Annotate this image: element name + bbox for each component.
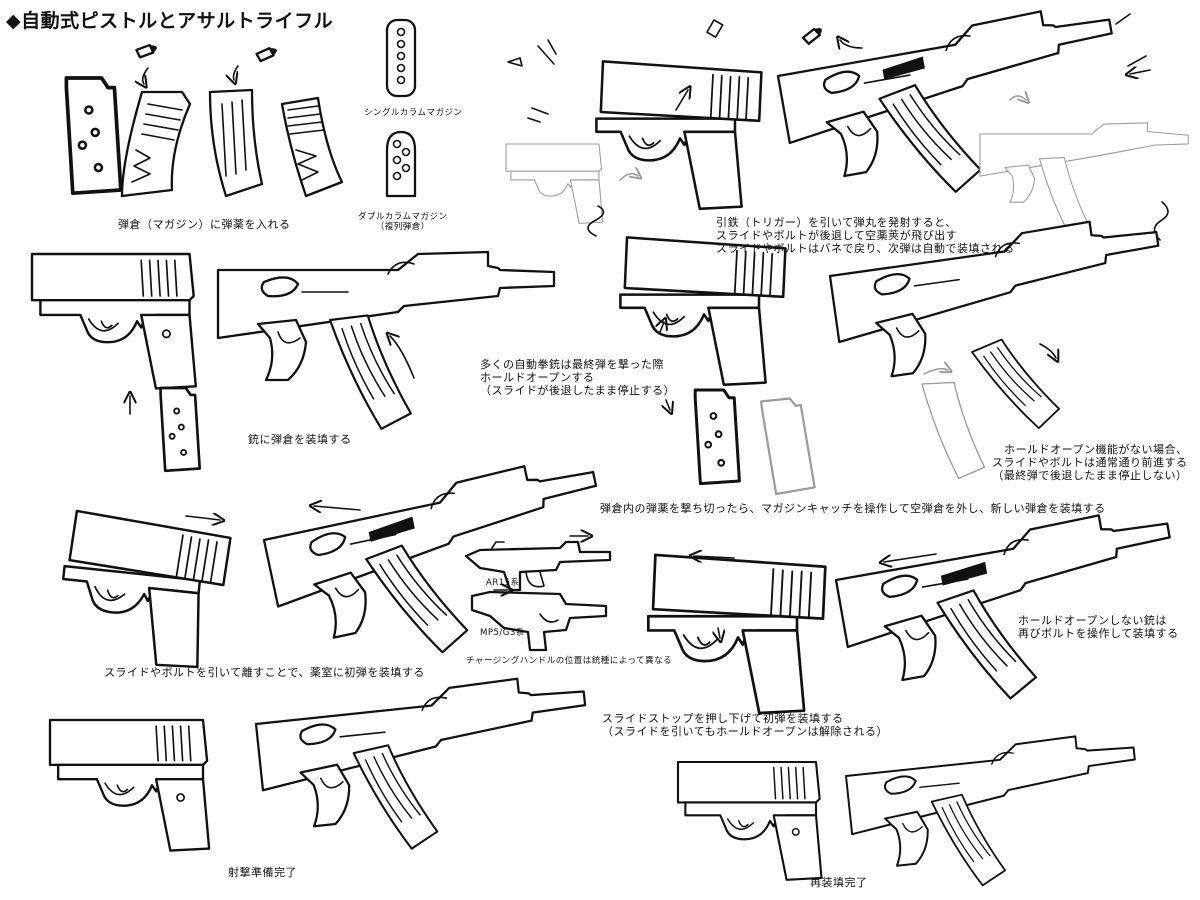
ar15-rifle-icon bbox=[464, 536, 612, 592]
page-title: ◆自動式ピストルとアサルトライフル bbox=[6, 10, 334, 32]
rifle-bullet-icon bbox=[800, 24, 826, 46]
loaded-rifle-magazine-icon bbox=[280, 96, 344, 198]
ghost-pistol-icon bbox=[505, 143, 604, 224]
arrow-icon bbox=[923, 369, 948, 375]
double-column-caption: ダブルカラムマガジン （複列弾倉） bbox=[358, 212, 448, 232]
pistol-slide-release-icon bbox=[646, 553, 827, 715]
ejected-casing-icon bbox=[507, 39, 557, 123]
arrow-icon bbox=[143, 67, 149, 84]
no-hold-open-caption: ホールドオープン機能がない場合、 スライドやボルトは通常通り前進する （最終弾で… bbox=[992, 443, 1188, 482]
arrow-icon bbox=[314, 506, 361, 510]
ar15-caption: AR15系 bbox=[486, 578, 520, 588]
arrow-icon bbox=[185, 516, 220, 520]
arrow-icon bbox=[884, 553, 937, 562]
reload-done-caption: 再装填完了 bbox=[810, 876, 868, 889]
charging-handle-caption: チャージングハンドルの位置は銃種によって異なる bbox=[466, 656, 673, 666]
pistol-ready-icon bbox=[48, 718, 211, 852]
arrow-icon bbox=[718, 627, 720, 638]
pistol-pull-slide-icon bbox=[54, 509, 233, 673]
pistol-reloaded-icon bbox=[676, 760, 823, 881]
hold-open-caption: 多くの自動拳銃は最終弾を撃った際 ホールドオープンする （スライドが後退したまま… bbox=[480, 358, 676, 397]
mp5-caption: MP5/G3系 bbox=[480, 628, 525, 638]
arrow-icon bbox=[390, 336, 415, 379]
rifle-bullet-icon bbox=[254, 45, 280, 63]
load-magazine-caption: 弾倉（マガジン）に弾薬を入れる bbox=[118, 218, 291, 231]
ghost-rifle-icon bbox=[979, 122, 1189, 233]
bullet-icon bbox=[134, 42, 160, 59]
pistol-firing-icon bbox=[595, 60, 763, 211]
rifle-magazine-icon bbox=[328, 311, 413, 433]
cycle-arrow-icon bbox=[1009, 96, 1026, 100]
single-column-caption: シングルカラムマガジン bbox=[364, 108, 463, 118]
casing-icon bbox=[706, 19, 724, 38]
double-column-magazine-icon bbox=[385, 130, 417, 198]
single-column-magazine-icon bbox=[385, 18, 417, 98]
insert-magazine-caption: 銃に弾倉を装填する bbox=[248, 433, 352, 446]
arrow-icon bbox=[1039, 343, 1056, 358]
fire-cycle-caption: 引鉄（トリガー）を引いて弾丸を発射すると、 スライドやボルトが後退して空薬莢が飛… bbox=[716, 216, 1015, 255]
ghost-rifle-magazine-icon bbox=[921, 381, 986, 480]
arrow-icon bbox=[660, 322, 664, 333]
chamber-first-caption: スライドやボルトを引いて離すことで、薬室に初弾を装填する bbox=[104, 666, 425, 679]
no-hold-bolt-caption: ホールドオープンしない銃は 再びボルトを操作して装填する bbox=[1018, 614, 1179, 640]
ready-caption: 射撃準備完了 bbox=[228, 866, 297, 879]
rifle-reload-icon bbox=[831, 502, 1188, 712]
cycle-arrow-icon bbox=[619, 174, 638, 181]
empty-pistol-magazine-icon bbox=[693, 388, 741, 486]
rifle-magazine-icon bbox=[208, 88, 264, 198]
rifle-ready-icon bbox=[253, 670, 596, 857]
reload-caption: 弾倉内の弾薬を撃ち切ったら、マガジンキャッチを操作して空弾倉を外し、新しい弾倉を… bbox=[600, 502, 1106, 515]
slide-stop-caption: スライドストップを押し下げて初弾を装填する （スライドを引いてもホールドオープン… bbox=[602, 712, 888, 738]
rifle-pull-bolt-icon bbox=[259, 451, 617, 667]
arrow-icon bbox=[675, 90, 688, 111]
arrow-icon bbox=[694, 556, 735, 558]
arrow-icon bbox=[234, 65, 239, 80]
pistol-magazine-icon bbox=[159, 386, 202, 473]
rifle-firing-icon bbox=[773, 0, 1130, 207]
loaded-pistol-magazine-icon bbox=[120, 90, 192, 198]
pistol-icon bbox=[30, 252, 198, 390]
arrow-icon bbox=[666, 399, 670, 410]
smoke-icon bbox=[587, 205, 605, 237]
arrow-icon bbox=[840, 40, 863, 48]
rifle-magazine-icon bbox=[970, 328, 1064, 442]
mp5-rifle-icon bbox=[470, 590, 608, 652]
arrow-icon bbox=[1115, 13, 1151, 74]
pistol-magazine-icon bbox=[64, 76, 123, 196]
ghost-pistol-magazine-icon bbox=[760, 397, 816, 496]
rifle-reloaded-icon bbox=[843, 729, 1145, 893]
